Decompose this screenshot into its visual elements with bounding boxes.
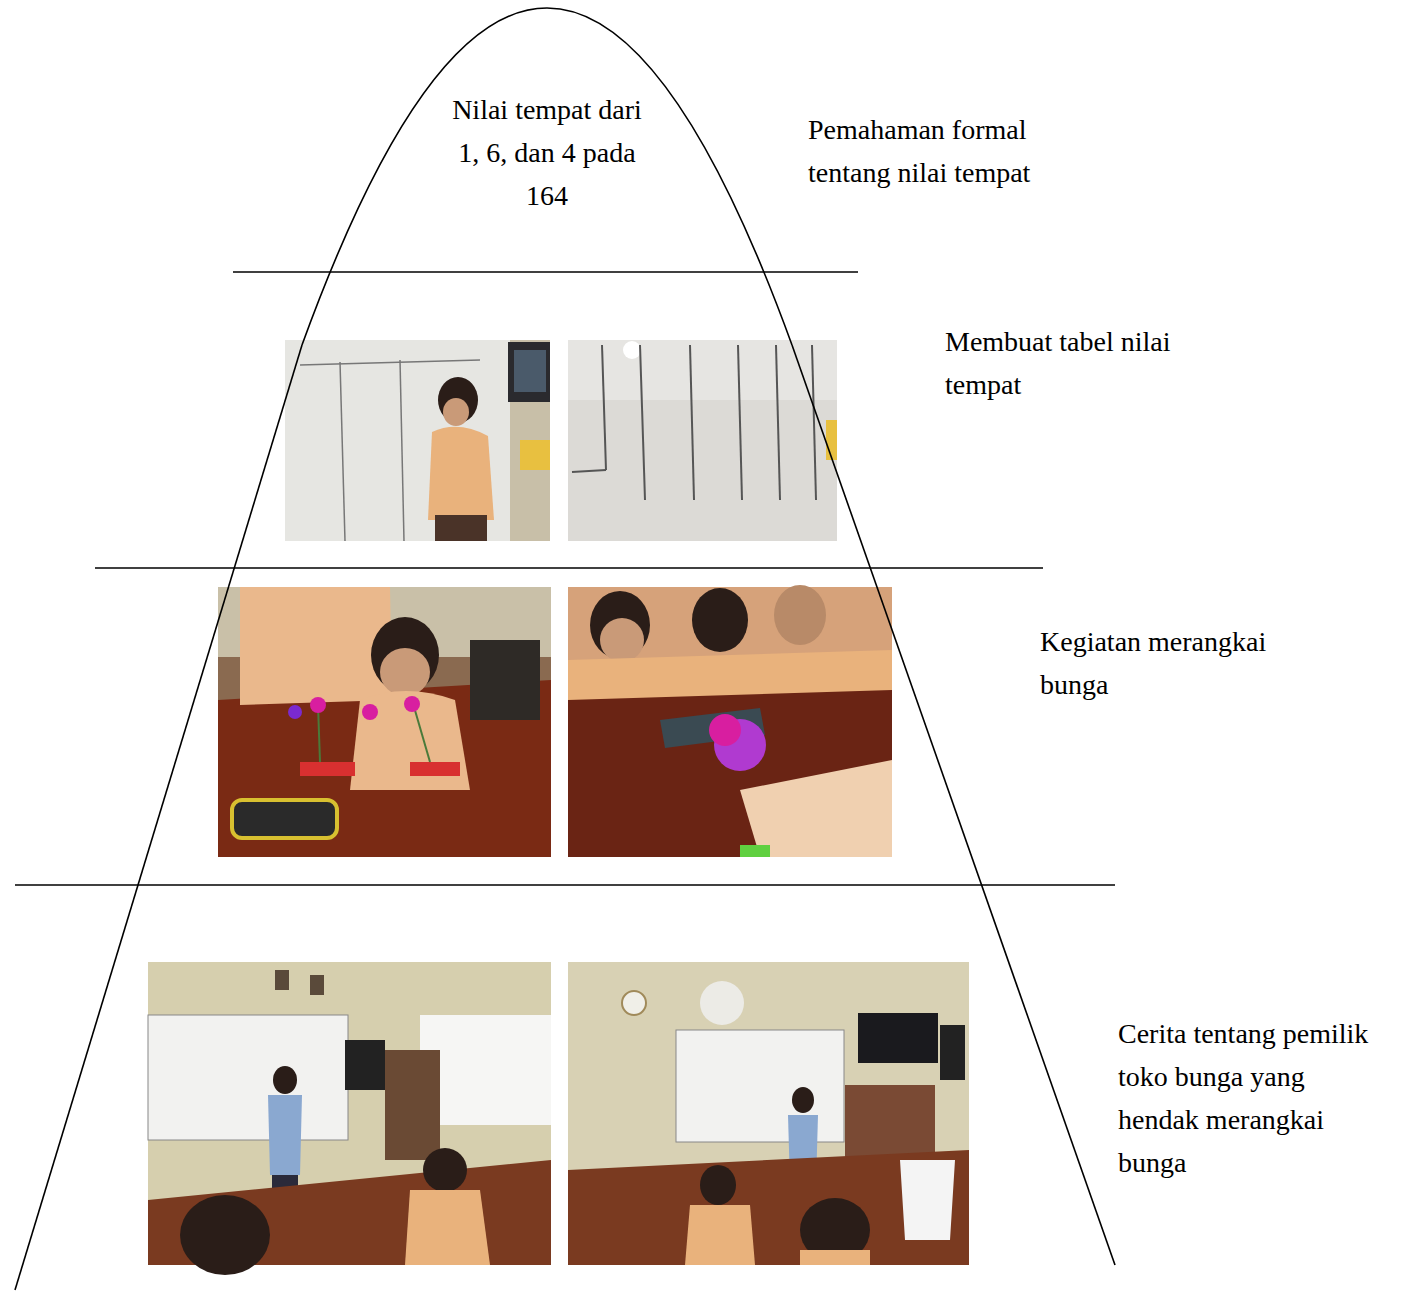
photo-flower-arranging-1 [218, 587, 551, 857]
iceberg-outline [302, 8, 792, 345]
level-divider [95, 567, 1043, 569]
iceberg-level: Cerita tentang pemilik toko bunga yang h… [0, 885, 1424, 1297]
level-label: Membuat tabel nilai tempat [945, 320, 1205, 406]
iceberg-outline [15, 345, 302, 1290]
photo-teacher-story-2 [568, 962, 969, 1265]
formal-content: Nilai tempat dari 1, 6, dan 4 pada 164 [443, 88, 651, 217]
level-label: Cerita tentang pemilik toko bunga yang h… [1118, 1012, 1380, 1184]
level-divider [15, 884, 1115, 886]
iceberg-level: Nilai tempat dari 1, 6, dan 4 pada 164 Pe… [0, 0, 1424, 272]
iceberg-level: Membuat tabel nilai tempat [0, 272, 1424, 568]
photo-teacher-story-1 [148, 962, 551, 1275]
photo-whiteboard-girl [285, 340, 550, 541]
iceberg-outline [792, 345, 1115, 1265]
photo-place-value-table [568, 340, 837, 541]
level-label: Pemahaman formal tentang nilai tempat [808, 108, 1068, 194]
level-divider [233, 271, 858, 273]
level-label: Kegiatan merangkai bunga [1040, 620, 1300, 706]
photo-flower-arranging-2 [568, 585, 892, 857]
iceberg-level: Kegiatan merangkai bunga [0, 568, 1424, 885]
